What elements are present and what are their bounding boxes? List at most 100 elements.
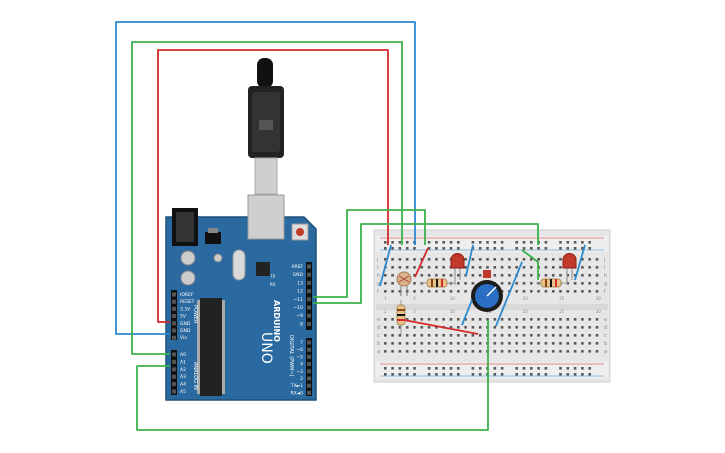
breadboard-hole[interactable]	[588, 266, 591, 269]
breadboard-hole[interactable]	[500, 318, 504, 321]
breadboard-hole[interactable]	[464, 282, 467, 285]
breadboard-hole[interactable]	[515, 334, 518, 337]
breadboard-hole[interactable]	[471, 282, 475, 285]
rail-hole[interactable]	[442, 241, 445, 244]
breadboard-hole[interactable]	[478, 342, 482, 345]
rail-hole[interactable]	[427, 373, 431, 376]
breadboard-hole[interactable]	[522, 266, 526, 269]
header-pin[interactable]	[172, 328, 176, 333]
rail-hole[interactable]	[478, 241, 482, 244]
rail-hole[interactable]	[500, 247, 504, 250]
header-pin[interactable]	[172, 352, 176, 357]
breadboard-hole[interactable]	[435, 342, 438, 345]
breadboard-hole[interactable]	[581, 326, 584, 329]
rail-hole[interactable]	[493, 367, 497, 370]
rail-hole[interactable]	[435, 367, 438, 370]
breadboard-hole[interactable]	[595, 334, 599, 337]
breadboard-hole[interactable]	[493, 318, 497, 321]
rail-hole[interactable]	[559, 247, 562, 250]
header-pin[interactable]	[307, 305, 311, 310]
breadboard-hole[interactable]	[420, 274, 424, 277]
potentiometer[interactable]	[471, 270, 503, 312]
breadboard-hole[interactable]	[457, 318, 460, 321]
breadboard-hole[interactable]	[413, 334, 416, 337]
breadboard-hole[interactable]	[566, 342, 570, 345]
breadboard-hole[interactable]	[573, 350, 577, 353]
breadboard-hole[interactable]	[457, 350, 460, 353]
breadboard-hole[interactable]	[478, 266, 482, 269]
breadboard-hole[interactable]	[500, 274, 504, 277]
header-pin[interactable]	[172, 292, 176, 297]
breadboard-hole[interactable]	[398, 266, 402, 269]
breadboard-hole[interactable]	[420, 318, 424, 321]
breadboard-hole[interactable]	[391, 334, 394, 337]
breadboard-hole[interactable]	[551, 318, 555, 321]
breadboard-hole[interactable]	[427, 342, 431, 345]
breadboard-hole[interactable]	[478, 350, 482, 353]
breadboard-hole[interactable]	[413, 282, 416, 285]
breadboard-hole[interactable]	[530, 318, 533, 321]
breadboard-hole[interactable]	[391, 282, 394, 285]
breadboard-hole[interactable]	[391, 318, 394, 321]
breadboard-hole[interactable]	[464, 290, 467, 293]
breadboard-hole[interactable]	[588, 282, 591, 285]
breadboard-hole[interactable]	[508, 258, 511, 261]
breadboard-hole[interactable]	[530, 326, 533, 329]
breadboard-hole[interactable]	[595, 350, 599, 353]
breadboard-hole[interactable]	[427, 258, 431, 261]
rail-hole[interactable]	[391, 367, 394, 370]
rail-hole[interactable]	[427, 241, 431, 244]
breadboard-hole[interactable]	[595, 266, 599, 269]
breadboard-hole[interactable]	[493, 258, 497, 261]
breadboard-hole[interactable]	[508, 274, 511, 277]
breadboard-hole[interactable]	[435, 258, 438, 261]
breadboard-hole[interactable]	[581, 334, 584, 337]
breadboard-hole[interactable]	[464, 318, 467, 321]
breadboard-hole[interactable]	[420, 258, 424, 261]
rail-hole[interactable]	[413, 247, 416, 250]
breadboard-hole[interactable]	[391, 350, 394, 353]
breadboard-hole[interactable]	[537, 342, 540, 345]
rail-hole[interactable]	[588, 373, 591, 376]
rail-hole[interactable]	[515, 367, 518, 370]
rail-hole[interactable]	[573, 247, 577, 250]
breadboard-hole[interactable]	[595, 342, 599, 345]
rail-hole[interactable]	[413, 367, 416, 370]
breadboard-hole[interactable]	[537, 326, 540, 329]
breadboard-hole[interactable]	[493, 326, 497, 329]
breadboard-hole[interactable]	[522, 326, 526, 329]
breadboard-hole[interactable]	[457, 334, 460, 337]
header-pin[interactable]	[307, 297, 311, 302]
rail-hole[interactable]	[566, 241, 570, 244]
header-pin[interactable]	[307, 347, 311, 352]
breadboard-hole[interactable]	[471, 326, 475, 329]
breadboard-hole[interactable]	[457, 326, 460, 329]
breadboard-hole[interactable]	[522, 318, 526, 321]
breadboard-hole[interactable]	[435, 334, 438, 337]
breadboard-hole[interactable]	[413, 318, 416, 321]
breadboard-hole[interactable]	[581, 282, 584, 285]
rail-hole[interactable]	[515, 241, 518, 244]
rail-hole[interactable]	[573, 367, 577, 370]
breadboard-hole[interactable]	[413, 266, 416, 269]
breadboard-hole[interactable]	[588, 258, 591, 261]
breadboard-hole[interactable]	[471, 350, 475, 353]
breadboard-hole[interactable]	[573, 282, 577, 285]
rail-hole[interactable]	[427, 247, 431, 250]
header-pin[interactable]	[307, 289, 311, 294]
breadboard-hole[interactable]	[522, 274, 526, 277]
breadboard-hole[interactable]	[581, 318, 584, 321]
breadboard-hole[interactable]	[405, 350, 409, 353]
breadboard-hole[interactable]	[464, 350, 467, 353]
rail-hole[interactable]	[449, 367, 453, 370]
breadboard-hole[interactable]	[435, 266, 438, 269]
breadboard-hole[interactable]	[544, 318, 548, 321]
breadboard-hole[interactable]	[427, 274, 431, 277]
breadboard-hole[interactable]	[595, 282, 599, 285]
breadboard-hole[interactable]	[420, 334, 424, 337]
breadboard-hole[interactable]	[449, 342, 453, 345]
breadboard-hole[interactable]	[559, 274, 562, 277]
breadboard-hole[interactable]	[457, 282, 460, 285]
breadboard-hole[interactable]	[449, 274, 453, 277]
breadboard-hole[interactable]	[500, 282, 504, 285]
